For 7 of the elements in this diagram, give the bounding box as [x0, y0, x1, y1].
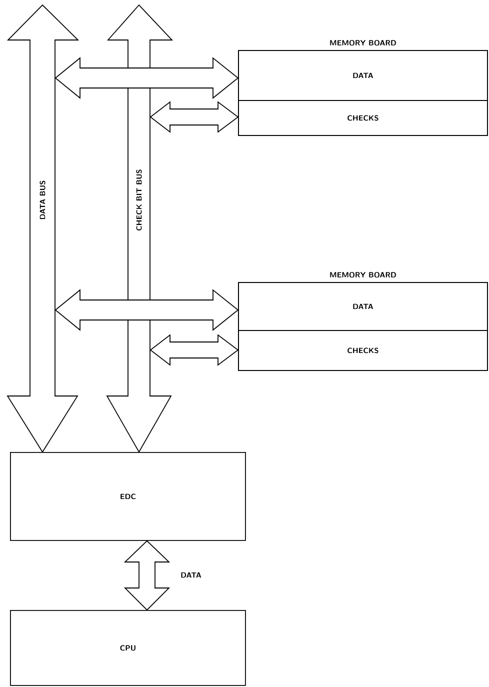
double-arrow [150, 334, 239, 366]
double-arrow [106, 394, 172, 453]
double-arrow [150, 101, 239, 133]
double-arrow [54, 289, 239, 331]
double-arrow [6, 394, 78, 453]
double-arrow [124, 540, 170, 611]
double-arrow [54, 57, 239, 99]
